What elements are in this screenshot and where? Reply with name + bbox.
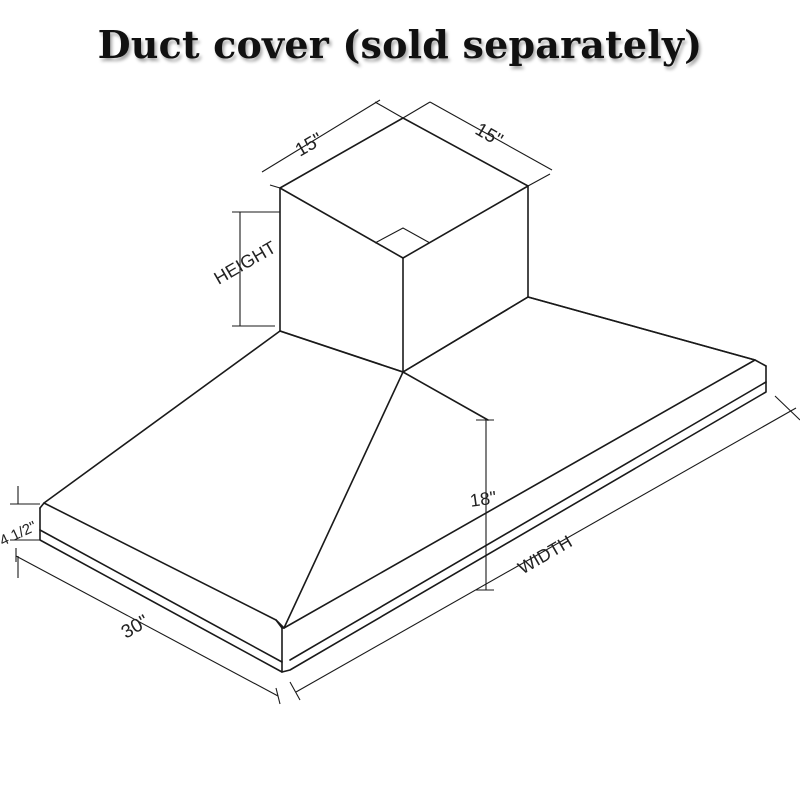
width-label: WIDTH xyxy=(514,531,575,578)
page-title: Duct cover (sold separately) xyxy=(97,22,703,67)
duct-width-right-label: 15" xyxy=(471,119,506,151)
depth-front-label: 18" xyxy=(469,487,498,510)
edge-thickness-label: 4 1/2" xyxy=(0,518,39,550)
dimension-lines xyxy=(10,99,800,705)
duct-width-left-label: 15" xyxy=(292,129,327,161)
duct-cover xyxy=(279,117,529,373)
height-label: HEIGHT xyxy=(211,237,280,288)
depth-label: 30" xyxy=(118,611,153,643)
